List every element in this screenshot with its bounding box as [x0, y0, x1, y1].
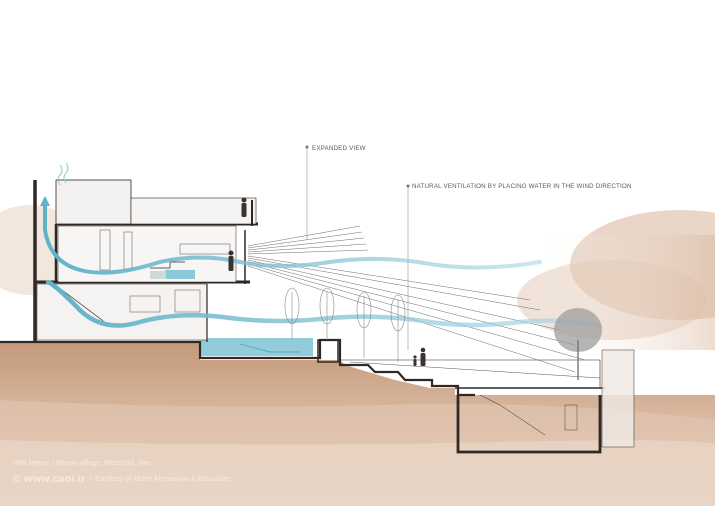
caption-credit: Courtesy of Afshin Khosravian & Associat…	[95, 475, 232, 483]
person-silhouette-icon	[420, 347, 426, 366]
wind-swirl	[57, 162, 69, 186]
caption-credit-line: © www.caoi.ir | Courtesy of Afshin Khosr…	[13, 473, 231, 485]
tree-icon	[390, 294, 406, 362]
tree-icon	[284, 287, 300, 340]
label-expanded-view: EXPANDED VIEW	[312, 145, 366, 152]
upper-water-basin	[150, 271, 166, 279]
tree-icon	[356, 291, 372, 358]
pool	[201, 338, 313, 356]
wind-flow-lower	[45, 279, 603, 329]
caption-block: Villa Mayan | Mayan village, Mashhad, Ir…	[13, 460, 231, 485]
caption-location: Mayan village, Mashhad, Iran	[56, 460, 151, 467]
tree-icon	[319, 287, 335, 340]
people	[228, 197, 426, 366]
tree-icon	[554, 308, 602, 380]
person-silhouette-icon	[241, 197, 247, 217]
wind-flow	[43, 198, 603, 329]
label-leaders	[305, 145, 410, 350]
caption-project: Villa Mayan	[13, 460, 51, 467]
trees	[284, 287, 602, 380]
person-silhouette-icon	[228, 250, 234, 271]
label-natural-ventilation: NATURAL VENTILATION BY PLACING WATER IN …	[412, 183, 632, 190]
caption-project-line: Villa Mayan | Mayan village, Mashhad, Ir…	[13, 460, 231, 467]
copyright-icon: ©	[13, 473, 21, 485]
background-wash	[0, 205, 715, 350]
wind-flow-upper	[43, 198, 542, 275]
wind-flow-arrow	[40, 196, 50, 206]
caption-separator: |	[52, 460, 55, 467]
caption-website: www.caoi.ir	[24, 473, 86, 485]
caption-separator: |	[89, 475, 92, 483]
interior-water-basin	[165, 270, 195, 279]
person-silhouette-icon	[413, 355, 417, 366]
